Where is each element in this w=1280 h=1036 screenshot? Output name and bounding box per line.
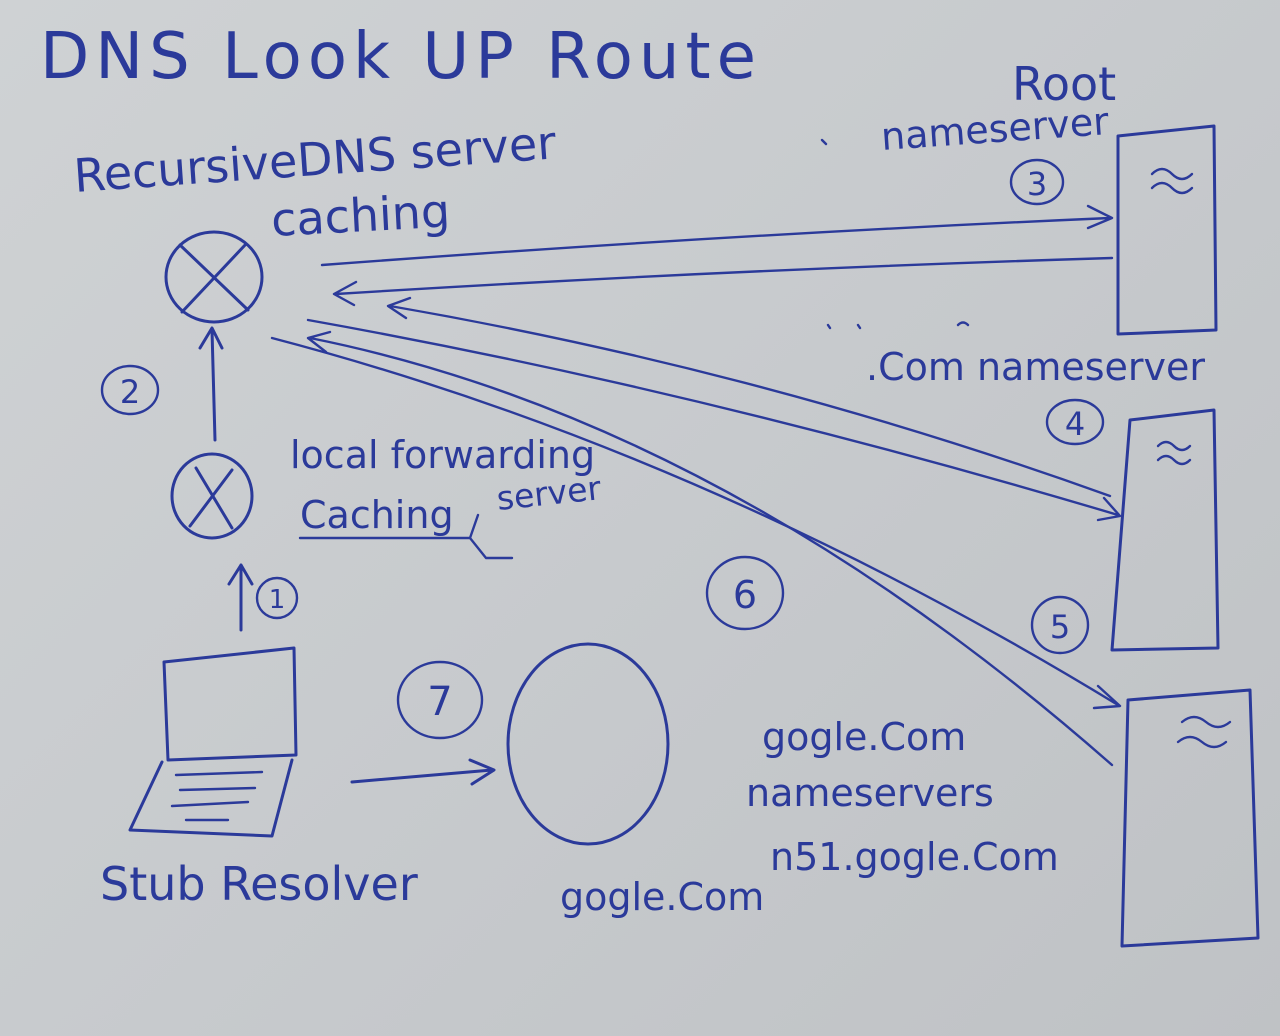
- local-server-label-2: Caching: [300, 493, 454, 537]
- com-nameserver-node: .Com nameserver: [866, 345, 1220, 652]
- step-4-number: 4: [1065, 405, 1085, 443]
- arrow-google-ns-to-recursive: [306, 330, 1114, 767]
- root-label-2: nameserver: [880, 99, 1111, 159]
- arrow-recursive-to-com: [306, 318, 1122, 522]
- arrow-root-to-recursive: [332, 256, 1114, 307]
- google-nameservers-node: gogle.Com nameservers n51.gogle.Com: [746, 688, 1260, 948]
- step-6-badge: 6: [705, 555, 785, 631]
- recursive-dns-server-node: RecursiveDNS server caching: [72, 115, 558, 324]
- arrow-recursive-to-root: [320, 204, 1114, 267]
- google-ns-label-3: n51.gogle.Com: [770, 835, 1059, 879]
- step-2-number: 2: [120, 373, 140, 411]
- step-1-badge: 1: [255, 576, 299, 620]
- step-2-badge: 2: [100, 364, 160, 416]
- com-server-glyph-icon: [1156, 440, 1192, 466]
- step-6-number: 6: [733, 573, 757, 617]
- local-server-cross-icon: [188, 466, 234, 530]
- local-server-label-1: local forwarding: [290, 433, 595, 477]
- root-server-glyph-icon: [1150, 167, 1194, 195]
- step-5-number: 5: [1050, 608, 1070, 646]
- diagram-title: DNS Look UP Route: [40, 20, 762, 94]
- arrow-com-to-recursive: [386, 296, 1112, 498]
- google-circle: [506, 642, 670, 846]
- root-nameserver-box: [1116, 124, 1218, 336]
- arrow-stub-to-google: [350, 758, 496, 786]
- step-4-badge: 4: [1045, 398, 1105, 446]
- step-5-badge: 5: [1030, 595, 1090, 655]
- step-3-number: 3: [1027, 165, 1047, 203]
- recursive-server-circle: [164, 230, 264, 324]
- step-7-number: 7: [427, 679, 452, 725]
- root-label-1: Root: [1012, 57, 1116, 111]
- stub-resolver-laptop-icon: Stub Resolver: [100, 646, 418, 911]
- arrow-stub-to-local: [227, 563, 254, 632]
- step-1-number: 1: [269, 585, 286, 615]
- recursive-server-label-2: caching: [270, 184, 452, 247]
- arrow-local-to-recursive: [210, 328, 217, 442]
- google-ns-label-2: nameservers: [746, 771, 994, 815]
- step-7-badge: 7: [396, 660, 484, 740]
- local-forwarding-server-node: local forwarding Caching server: [170, 433, 603, 560]
- google-nameservers-box: [1120, 688, 1260, 948]
- recursive-server-cross-icon: [178, 242, 250, 314]
- com-label: .Com nameserver: [866, 345, 1205, 389]
- stub-resolver-label: Stub Resolver: [100, 857, 418, 911]
- query-arrows: [270, 204, 1122, 767]
- local-server-circle: [170, 452, 254, 540]
- arrow-recursive-to-google-ns: [270, 336, 1122, 710]
- google-ns-label-1: gogle.Com: [762, 715, 966, 759]
- google-label: gogle.Com: [560, 875, 764, 919]
- local-server-bracket: [298, 513, 514, 560]
- arrow-local-to-recursive-head: [198, 326, 224, 350]
- step-3-badge: 3: [1009, 158, 1065, 206]
- com-nameserver-box: [1110, 408, 1220, 652]
- google-website-node: gogle.Com: [506, 642, 764, 919]
- google-ns-glyph-icon: [1176, 715, 1232, 749]
- root-nameserver-node: Root nameserver: [880, 57, 1218, 336]
- stray-ink-marks: [820, 138, 970, 330]
